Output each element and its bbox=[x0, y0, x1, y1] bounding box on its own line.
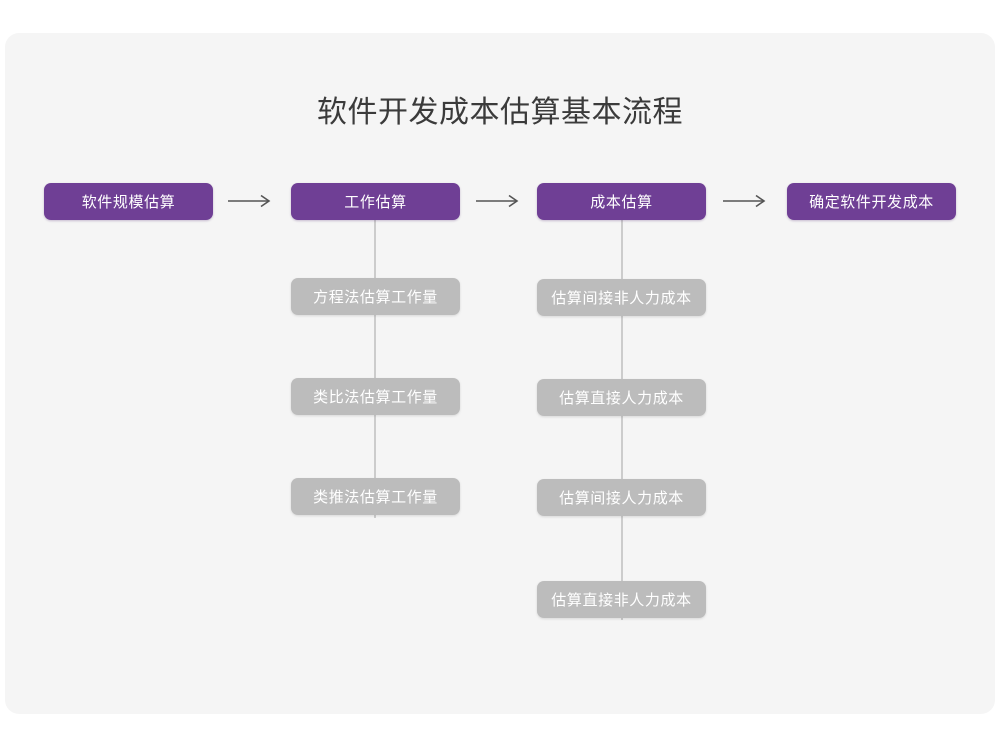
branch-node-inference-method-effort[interactable]: 类推法估算工作量 bbox=[291, 478, 460, 515]
branch-node-analogy-method-effort[interactable]: 类比法估算工作量 bbox=[291, 378, 460, 415]
flow-node-determine-development-cost[interactable]: 确定软件开发成本 bbox=[787, 183, 956, 220]
flow-arrow-1 bbox=[228, 194, 274, 208]
branch-node-direct-nonlabor-cost[interactable]: 估算直接非人力成本 bbox=[537, 581, 706, 618]
connector-line-work bbox=[374, 220, 376, 518]
branch-node-direct-labor-cost[interactable]: 估算直接人力成本 bbox=[537, 379, 706, 416]
flow-node-work-estimation[interactable]: 工作估算 bbox=[291, 183, 460, 220]
flow-node-software-scale-estimation[interactable]: 软件规模估算 bbox=[44, 183, 213, 220]
page-title: 软件开发成本估算基本流程 bbox=[317, 96, 683, 129]
flow-arrow-2 bbox=[476, 194, 522, 208]
flow-arrow-3 bbox=[723, 194, 769, 208]
flow-node-cost-estimation[interactable]: 成本估算 bbox=[537, 183, 706, 220]
diagram-card bbox=[5, 33, 995, 714]
branch-node-indirect-labor-cost[interactable]: 估算间接人力成本 bbox=[537, 479, 706, 516]
branch-node-equation-method-effort[interactable]: 方程法估算工作量 bbox=[291, 278, 460, 315]
branch-node-indirect-nonlabor-cost[interactable]: 估算间接非人力成本 bbox=[537, 279, 706, 316]
connector-line-cost bbox=[621, 220, 623, 620]
